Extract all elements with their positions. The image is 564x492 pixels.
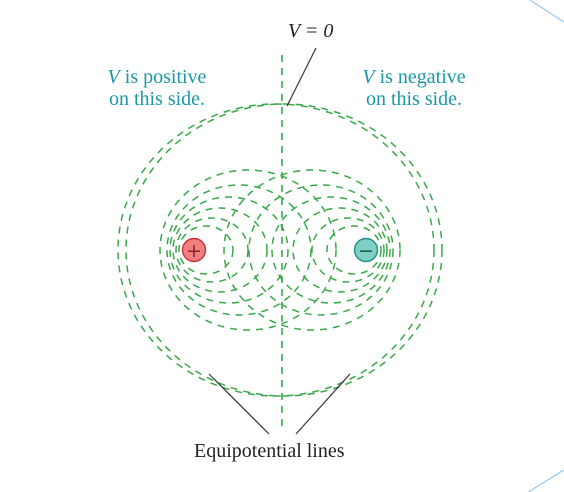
negative-equipotential-ring-2 bbox=[311, 217, 385, 283]
positive-equipotential-ring-2 bbox=[175, 217, 249, 283]
negative-equipotential-ring-5 bbox=[248, 184, 394, 316]
negative-charge-symbol: − bbox=[358, 240, 374, 262]
negative-equipotential-ring-3 bbox=[292, 207, 388, 293]
positive-var: V bbox=[107, 66, 120, 88]
negative-side-label: V is negative on this side. bbox=[342, 66, 486, 110]
positive-equipotential-ring-5 bbox=[166, 184, 312, 316]
negative-equipotential-ring-6 bbox=[223, 169, 401, 331]
positive-equipotential-ring-4 bbox=[169, 196, 289, 304]
positive-equipotential-ring-1 bbox=[178, 225, 234, 275]
positive-charge-symbol: + bbox=[186, 240, 202, 262]
v-zero-text: V = 0 bbox=[288, 20, 334, 42]
positive-charge bbox=[181, 237, 207, 263]
positive-rest: is positive bbox=[119, 66, 207, 88]
positive-equipotential-ring-6 bbox=[159, 169, 337, 331]
pointer-equipotential-right bbox=[295, 373, 351, 435]
positive-equipotential-ring-3 bbox=[172, 207, 268, 293]
negative-equipotential-ring-4 bbox=[271, 196, 391, 304]
positive-side-equipotentials bbox=[125, 103, 443, 397]
corner-accent-bottom bbox=[527, 469, 564, 492]
negative-line2: on this side. bbox=[365, 88, 463, 110]
negative-side-equipotentials bbox=[117, 103, 435, 397]
negative-charge bbox=[353, 237, 379, 263]
equipotential-text: Equipotential lines bbox=[194, 440, 345, 462]
negative-rest: is negative bbox=[374, 66, 466, 88]
pointer-equipotential-left bbox=[208, 373, 270, 435]
corner-accent-top bbox=[529, 0, 564, 23]
positive-equipotential-ring-7 bbox=[125, 103, 443, 397]
negative-var: V bbox=[362, 66, 375, 88]
negative-equipotential-ring-1 bbox=[326, 225, 382, 275]
positive-line2: on this side. bbox=[108, 88, 206, 110]
negative-equipotential-ring-7 bbox=[117, 103, 435, 397]
equipotential-label: Equipotential lines bbox=[194, 440, 345, 462]
positive-side-label: V is positive on this side. bbox=[88, 66, 226, 110]
v-zero-label: V = 0 bbox=[288, 20, 333, 42]
pointer-v-zero bbox=[286, 47, 317, 107]
